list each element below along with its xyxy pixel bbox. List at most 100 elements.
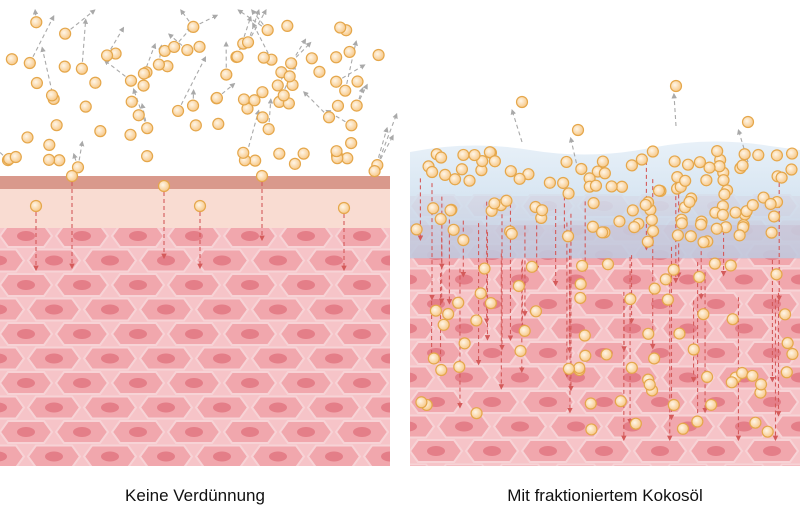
oil-molecule-icon xyxy=(372,48,385,62)
skin-cell-icon xyxy=(110,322,166,346)
skin-cell-icon xyxy=(250,248,306,273)
skin-cell-icon xyxy=(166,273,222,297)
oil-molecule-icon xyxy=(515,95,529,109)
scatter-arrow xyxy=(132,88,148,129)
oil-molecule-icon xyxy=(736,159,749,172)
skin-cell-icon xyxy=(306,346,362,371)
caption-left: Keine Verdünnung xyxy=(125,486,265,505)
skin-cell-icon xyxy=(54,224,110,248)
oil-molecule-icon xyxy=(262,123,275,136)
oil-molecule-icon xyxy=(614,395,627,408)
oil-molecule-icon xyxy=(58,60,71,73)
oil-molecule-icon xyxy=(442,307,455,321)
oil-molecule-icon xyxy=(652,184,666,197)
oil-molecule-icon xyxy=(331,99,345,112)
oil-molecule-icon xyxy=(741,115,755,129)
oil-molecule-icon xyxy=(23,56,36,70)
oil-molecule-icon xyxy=(168,40,181,54)
oil-molecule-icon xyxy=(697,236,710,249)
oil-molecule-icon xyxy=(256,111,269,124)
oil-molecule-icon xyxy=(679,174,692,187)
oil-molecule-icon xyxy=(330,75,343,88)
oil-molecule-icon xyxy=(437,318,450,331)
oil-molecule-icon xyxy=(30,16,43,29)
oil-molecule-icon xyxy=(71,161,85,174)
oil-molecule-icon xyxy=(351,75,364,88)
skin-cell-icon xyxy=(306,444,362,466)
oil-molecule-icon xyxy=(210,91,223,105)
skin-cell-icon xyxy=(632,292,688,316)
oil-molecule-icon xyxy=(124,128,137,141)
oil-molecule-icon xyxy=(684,230,697,243)
oil-molecule-icon xyxy=(5,53,19,66)
oil-molecule-icon xyxy=(729,206,742,219)
skin-cell-icon xyxy=(0,371,54,395)
skin-cell-icon xyxy=(54,273,110,297)
oil-molecule-icon xyxy=(277,89,290,102)
oil-molecule-icon xyxy=(429,304,443,317)
skin-cell-icon xyxy=(166,420,222,444)
oil-molecule-icon xyxy=(434,151,448,164)
oil-molecule-icon xyxy=(667,398,680,412)
oil-molecule-icon xyxy=(452,296,465,309)
oil-molecule-icon xyxy=(152,58,165,71)
oil-molecule-icon xyxy=(600,348,613,361)
oil-molecule-icon xyxy=(708,257,722,270)
oil-molecule-icon xyxy=(613,215,626,228)
skin-cell-icon xyxy=(334,273,390,297)
oil-molecule-icon xyxy=(628,221,641,234)
oil-molecule-icon xyxy=(132,109,145,122)
oil-molecule-icon xyxy=(749,416,762,429)
skin-cell-icon xyxy=(194,297,250,322)
oil-molecule-icon xyxy=(697,308,710,321)
oil-molecule-icon xyxy=(330,51,343,64)
skin-cell-icon xyxy=(138,395,194,420)
skin-cell-icon xyxy=(250,444,306,466)
skin-cell-icon xyxy=(0,297,26,322)
oil-molecule-icon xyxy=(212,117,225,131)
oil-molecule-icon xyxy=(625,159,638,172)
skin-cell-icon xyxy=(82,248,138,273)
oil-molecule-icon xyxy=(514,344,527,358)
oil-molecule-icon xyxy=(641,235,654,248)
skin-cell-icon xyxy=(222,371,278,395)
oil-molecule-icon xyxy=(447,223,460,236)
skin-tissue-left xyxy=(0,176,390,466)
oil-molecule-icon xyxy=(693,270,706,284)
skin-cell-icon xyxy=(0,444,26,466)
oil-molecule-icon xyxy=(780,366,793,379)
scatter-arrow xyxy=(29,15,55,64)
oil-molecule-icon xyxy=(65,169,79,183)
scatter-arrow xyxy=(103,59,132,82)
oil-molecule-icon xyxy=(642,327,655,340)
scatter-arrow xyxy=(335,64,366,83)
scatter-arrow xyxy=(237,9,268,31)
oil-molecule-icon xyxy=(273,147,286,160)
oil-molecule-icon xyxy=(724,259,737,272)
skin-cell-icon xyxy=(410,267,436,292)
skin-cell-icon xyxy=(138,297,194,322)
skin-cell-icon xyxy=(334,420,390,444)
oil-molecule-icon xyxy=(560,155,573,169)
oil-molecule-icon xyxy=(543,176,556,189)
skin-cell-icon xyxy=(166,224,222,248)
oil-molecule-icon xyxy=(587,197,600,210)
skin-cell-icon xyxy=(250,346,306,371)
oil-molecule-icon xyxy=(598,167,611,180)
oil-molecule-icon xyxy=(415,396,428,409)
oil-molecule-icon xyxy=(248,94,261,107)
skin-cell-icon xyxy=(744,439,800,463)
scatter-arrow xyxy=(77,140,85,168)
oil-molecule-icon xyxy=(339,84,352,97)
scatter-arrow xyxy=(247,9,267,43)
oil-molecule-icon xyxy=(141,150,154,163)
scatter-arrow xyxy=(510,108,523,143)
oil-molecule-icon xyxy=(571,123,585,137)
oil-molecule-icon xyxy=(625,361,638,374)
oil-molecule-icon xyxy=(305,52,318,65)
scatter-arrow xyxy=(671,92,677,127)
oil-molecule-icon xyxy=(785,147,799,160)
skin-cell-icon xyxy=(306,248,362,273)
oil-molecule-icon xyxy=(337,201,351,215)
oil-molecule-icon xyxy=(626,204,639,217)
